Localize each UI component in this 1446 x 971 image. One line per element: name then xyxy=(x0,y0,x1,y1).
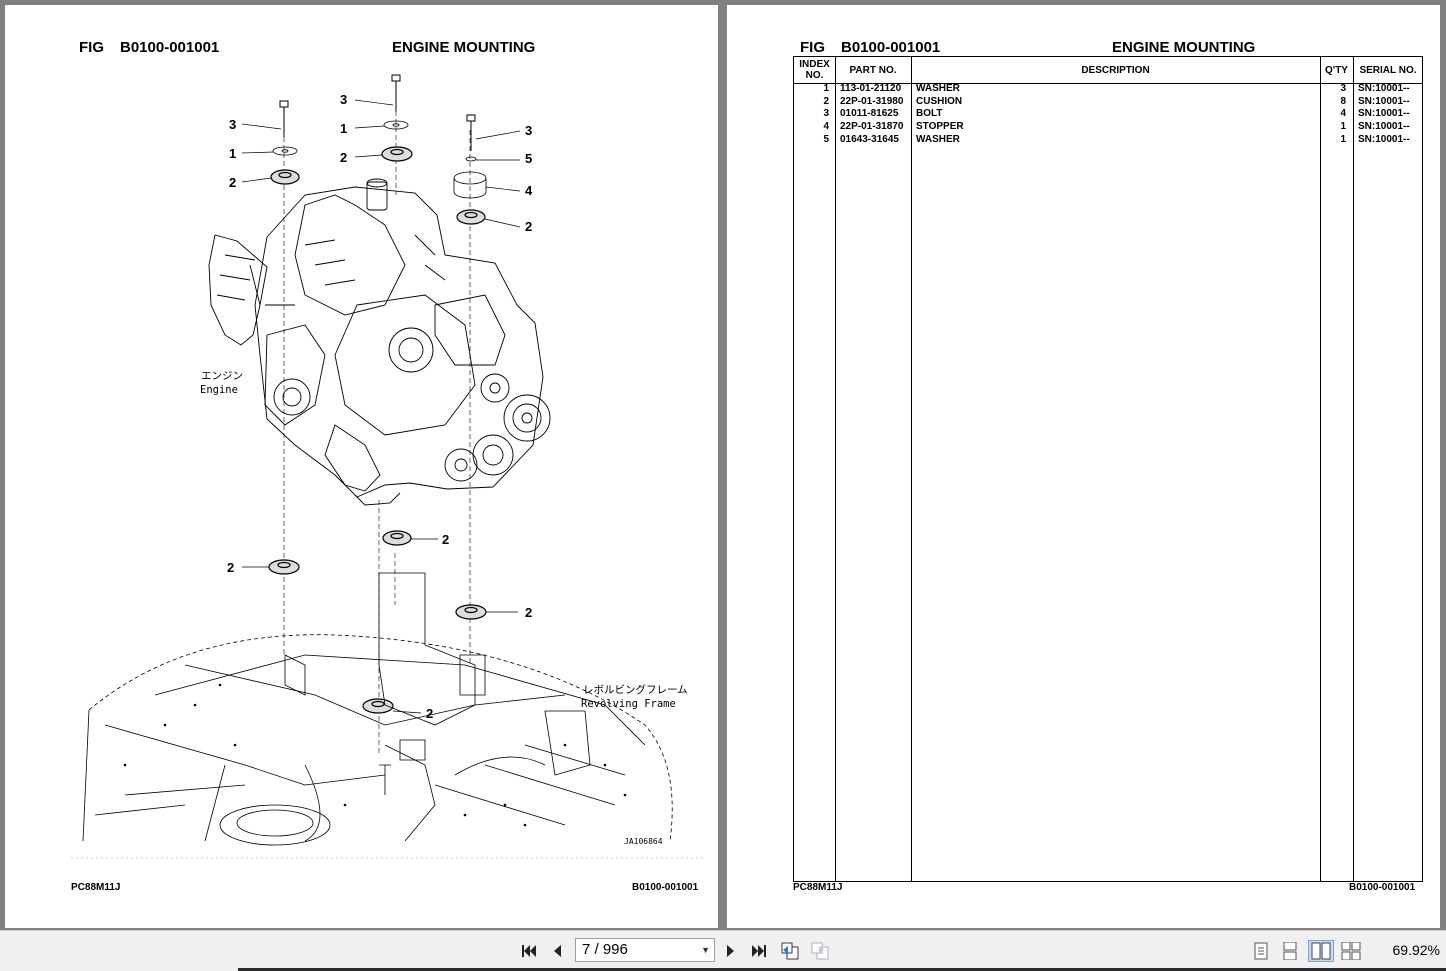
row-description: WASHER xyxy=(916,83,960,94)
last-page-button[interactable] xyxy=(749,940,769,962)
callout-stopper: 4 xyxy=(525,183,533,198)
frame-label-jp: レボルビングフレーム xyxy=(583,683,688,696)
footer-model: PC88M11J xyxy=(793,882,843,893)
two-page-view-button[interactable] xyxy=(1308,940,1334,962)
forward-view-icon xyxy=(811,942,829,960)
callout-cushion-left-bottom: 2 xyxy=(227,560,234,575)
prev-page-icon xyxy=(554,945,561,957)
callout-washer-left: 1 xyxy=(229,146,236,161)
row-part-no: 01011-81625 xyxy=(840,108,899,120)
callout-cushion-frame: 2 xyxy=(426,706,433,721)
table-row: 4 22P-01-31870 STOPPER 1 SN:10001-- xyxy=(794,121,1422,134)
callout-cushion-center-top: 2 xyxy=(340,150,347,165)
row-description: BOLT xyxy=(916,108,943,120)
footer-fig: B0100-001001 xyxy=(1349,882,1416,893)
row-part-no: 22P-01-31980 xyxy=(840,95,904,107)
engine-mounting-drawing: 3 1 2 3 1 2 3 5 4 2 2 2 2 2 エンジン Engine … xyxy=(71,74,705,859)
engine-label-en: Engine xyxy=(200,384,238,396)
two-page-icon xyxy=(1311,942,1331,960)
page-indicator: 7 / 996 xyxy=(582,941,628,958)
callout-cushion-left-top: 2 xyxy=(229,175,236,190)
back-view-icon xyxy=(781,942,799,960)
frame-label-en: Revolving Frame xyxy=(581,698,676,710)
two-page-continuous-view-button[interactable] xyxy=(1341,940,1361,962)
forward-view-button[interactable] xyxy=(810,940,830,962)
two-page-continuous-icon xyxy=(1341,942,1361,960)
first-page-icon xyxy=(522,945,536,957)
page-title: ENGINE MOUNTING xyxy=(1112,39,1256,56)
row-index: 2 xyxy=(823,95,829,107)
table-row: 3 01011-81625 BOLT 4 SN:10001-- xyxy=(794,108,1422,121)
row-description: WASHER xyxy=(916,133,960,145)
prev-page-button[interactable] xyxy=(547,940,567,962)
row-serial: SN:10001-- xyxy=(1358,133,1410,145)
callout-bolt-center: 3 xyxy=(340,92,347,107)
col-index-no: INDEX NO. xyxy=(799,59,830,81)
left-page: FIG B0100-001001 ENGINE MOUNTING xyxy=(5,5,718,928)
row-serial: SN:10001-- xyxy=(1358,108,1410,120)
callout-bolt-left: 3 xyxy=(229,117,236,132)
row-index: 4 xyxy=(823,121,829,133)
table-row: 2 22P-01-31980 CUSHION 8 SN:10001-- xyxy=(794,96,1422,109)
viewer-toolbar: 7 / 996 ▼ 69.92% xyxy=(0,930,1446,971)
next-page-icon xyxy=(727,945,734,957)
row-index: 5 xyxy=(823,133,829,145)
footer-fig: B0100-001001 xyxy=(632,882,699,893)
row-qty: 4 xyxy=(1340,108,1346,120)
fig-label: FIG xyxy=(79,39,104,56)
row-serial: SN:10001-- xyxy=(1358,95,1410,107)
col-qty: Q'TY xyxy=(1325,64,1348,76)
callout-cushion-right-bottom: 2 xyxy=(525,605,532,620)
parts-table: INDEX NO. PART NO. DESCRIPTION Q'TY SERI… xyxy=(793,56,1423,882)
row-part-no: 22P-01-31870 xyxy=(840,121,904,133)
single-page-view-button[interactable] xyxy=(1251,940,1271,962)
col-description: DESCRIPTION xyxy=(1081,64,1150,76)
table-header: INDEX NO. PART NO. DESCRIPTION Q'TY SERI… xyxy=(794,57,1422,84)
col-serial-no: SERIAL NO. xyxy=(1359,64,1417,76)
page-title: ENGINE MOUNTING xyxy=(392,39,536,56)
next-page-button[interactable] xyxy=(721,940,741,962)
fig-number: B0100-001001 xyxy=(120,39,220,56)
row-description: CUSHION xyxy=(916,95,963,107)
engine-label-jp: エンジン xyxy=(201,370,243,382)
fig-number: B0100-001001 xyxy=(841,39,941,56)
drawing-code: JA106864 xyxy=(624,837,663,846)
zoom-level[interactable]: 69.92% xyxy=(1392,942,1440,958)
continuous-page-icon xyxy=(1283,942,1297,960)
row-qty: 3 xyxy=(1340,83,1346,94)
row-qty: 8 xyxy=(1340,95,1346,107)
row-index: 1 xyxy=(823,83,829,94)
row-index: 3 xyxy=(823,108,829,120)
first-page-button[interactable] xyxy=(519,940,539,962)
continuous-view-button[interactable] xyxy=(1280,940,1300,962)
row-description: STOPPER xyxy=(916,121,964,133)
table-row: 5 01643-31645 WASHER 1 SN:10001-- xyxy=(794,134,1422,147)
back-view-button[interactable] xyxy=(780,940,800,962)
col-part-no: PART NO. xyxy=(849,64,897,76)
right-page: FIG B0100-001001 ENGINE MOUNTING INDEX N… xyxy=(727,5,1440,928)
row-qty: 1 xyxy=(1340,121,1346,133)
callout-bolt-right: 3 xyxy=(525,123,532,138)
single-page-icon xyxy=(1254,942,1268,960)
row-serial: SN:10001-- xyxy=(1358,83,1410,94)
row-part-no: 113-01-21120 xyxy=(840,83,902,94)
table-row: 1 113-01-21120 WASHER 3 SN:10001-- xyxy=(794,83,1422,96)
row-qty: 1 xyxy=(1340,133,1346,145)
row-part-no: 01643-31645 xyxy=(840,133,899,145)
chevron-down-icon: ▼ xyxy=(701,945,710,955)
fig-label: FIG xyxy=(800,39,825,56)
page-number-select[interactable]: 7 / 996 ▼ xyxy=(575,938,715,962)
callout-cushion-right-top: 2 xyxy=(525,219,532,234)
callout-cushion-center-bottom: 2 xyxy=(442,532,449,547)
callout-washer-center: 1 xyxy=(340,121,347,136)
footer-model: PC88M11J xyxy=(71,882,121,893)
last-page-icon xyxy=(752,945,766,957)
row-serial: SN:10001-- xyxy=(1358,121,1410,133)
callout-washer-right: 5 xyxy=(525,151,532,166)
